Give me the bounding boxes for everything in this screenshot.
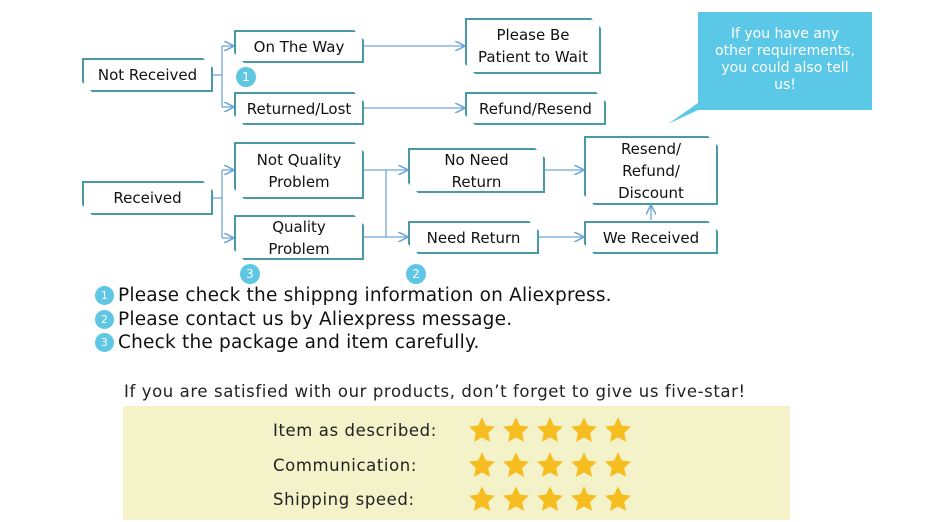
star-icon	[571, 417, 597, 442]
badge-two: 2	[406, 264, 426, 284]
note-2-badge: 2	[95, 310, 114, 329]
badge-one: 1	[236, 67, 256, 87]
rating-row-item-as-described: Item as described:	[273, 415, 635, 445]
node-refund-resend: Refund/Resend	[465, 92, 606, 125]
star-icon	[537, 452, 563, 477]
note-3-badge: 3	[95, 333, 114, 352]
star-icon	[605, 452, 631, 477]
node-returned-lost: Returned/Lost	[234, 92, 364, 125]
rating-panel: Item as described: Communication: Shippi…	[123, 406, 790, 520]
speech-bubble: If you have any other requirements, you …	[698, 12, 872, 110]
note-2: 2 Please contact us by Aliexpress messag…	[95, 309, 512, 330]
node-no-need-return: No Need Return	[408, 148, 545, 193]
flow-connectors	[213, 0, 950, 300]
rating-row-shipping-speed: Shipping speed:	[273, 484, 635, 514]
rating-label: Communication:	[273, 455, 418, 475]
note-1-text: Please check the shippng information on …	[118, 285, 612, 306]
star-rating	[465, 484, 635, 514]
star-icon	[503, 452, 529, 477]
note-3-text: Check the package and item carefully.	[118, 332, 480, 353]
note-1: 1 Please check the shippng information o…	[95, 285, 612, 306]
star-icon	[503, 486, 529, 511]
node-we-received: We Received	[584, 221, 718, 254]
node-on-the-way: On The Way	[234, 30, 364, 63]
note-2-text: Please contact us by Aliexpress message.	[118, 309, 513, 330]
star-icon	[537, 486, 563, 511]
node-not-quality-problem: Not Quality Problem	[234, 142, 364, 199]
node-resend-refund-discount: Resend/ Refund/ Discount	[584, 136, 718, 205]
star-icon	[537, 417, 563, 442]
node-received: Received	[82, 181, 213, 215]
node-quality-problem: Quality Problem	[234, 215, 364, 260]
note-1-badge: 1	[95, 286, 114, 305]
star-icon	[605, 417, 631, 442]
five-star-request: If you are satisfied with our products, …	[124, 382, 746, 401]
badge-three: 3	[240, 264, 260, 284]
rating-label: Item as described:	[273, 420, 437, 440]
star-icon	[469, 486, 495, 511]
star-rating	[465, 450, 635, 480]
star-icon	[571, 452, 597, 477]
star-icon	[469, 452, 495, 477]
star-icon	[605, 486, 631, 511]
rating-label: Shipping speed:	[273, 489, 415, 509]
node-please-be-patient: Please Be Patient to Wait	[465, 18, 601, 74]
star-icon	[469, 417, 495, 442]
star-rating	[465, 415, 635, 445]
node-not-received: Not Received	[82, 58, 213, 92]
star-icon	[503, 417, 529, 442]
star-icon	[571, 486, 597, 511]
node-need-return: Need Return	[408, 221, 539, 254]
rating-row-communication: Communication:	[273, 450, 635, 480]
note-3: 3 Check the package and item carefully.	[95, 332, 480, 353]
